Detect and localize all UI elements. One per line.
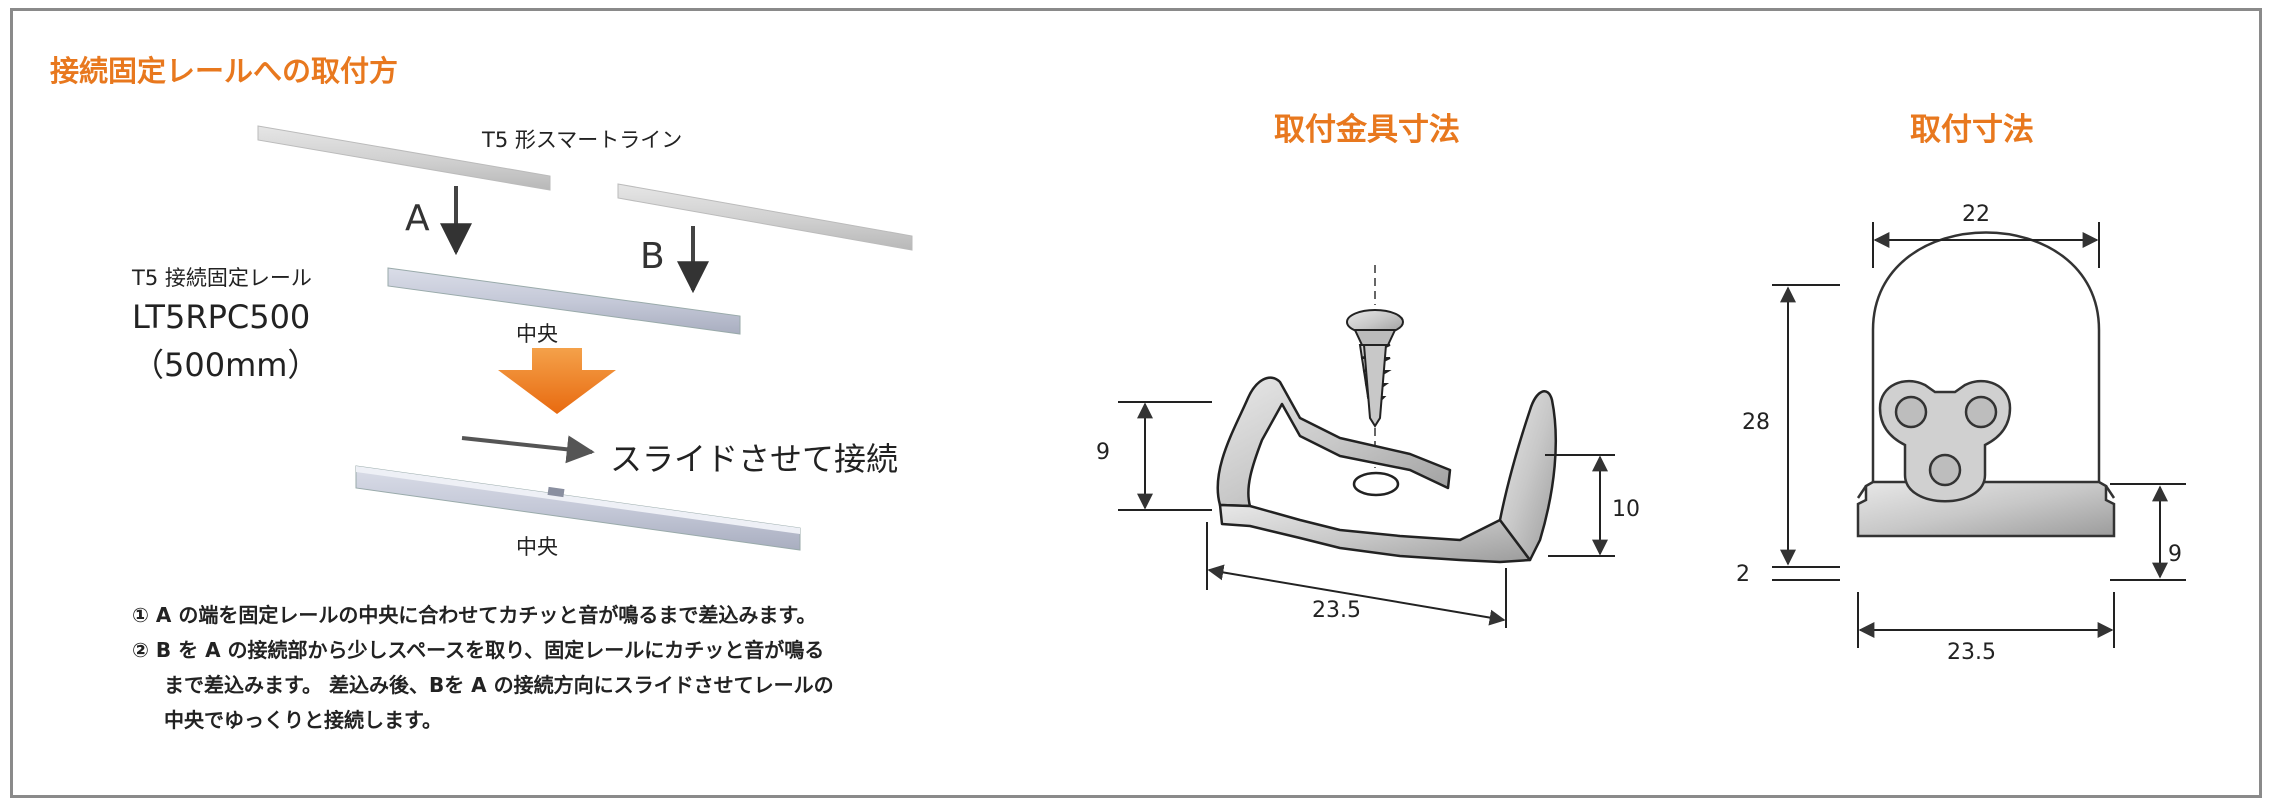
mount-dim-total-height: 28	[1742, 410, 1770, 435]
mount-dim-top-width: 22	[1962, 202, 1990, 227]
note-line-1: ① A の端を固定レールの中央に合わせてカチッと音が鳴るまで差込みます。	[132, 603, 817, 627]
bracket	[1216, 376, 1558, 564]
mount-dim-clip-height: 9	[2168, 542, 2182, 567]
lamp-bar-a	[257, 125, 551, 191]
left-panel-title: 接続固定レールへの取付方	[50, 54, 399, 88]
mount-dim-bottom-width: 23.5	[1947, 640, 1996, 665]
screw	[1346, 265, 1404, 468]
rail-label: T5 接続固定レール	[132, 266, 312, 290]
rail-length: （500mm）	[132, 346, 320, 384]
note-line-4: 中央でゆっくりと接続します。	[164, 708, 442, 732]
label-b: B	[640, 236, 665, 277]
mount-panel-title: 取付寸法	[1910, 112, 2034, 148]
note-line-3: まで差込みます。 差込み後、Bを A の接続方向にスライドさせてレールの	[164, 673, 834, 697]
assembled-lamp	[355, 465, 801, 551]
mount-dim-base-gap: 2	[1736, 562, 1750, 587]
bracket-dim-width: 23.5	[1312, 598, 1361, 623]
bracket-dim-height-right: 10	[1612, 497, 1640, 522]
bracket-panel-title: 取付金具寸法	[1274, 112, 1460, 148]
fixture-outline	[1856, 231, 2116, 538]
rail-model: LT5RPC500	[132, 298, 311, 336]
slide-arrow	[461, 435, 595, 464]
fixing-rail	[387, 267, 741, 335]
label-a: A	[405, 198, 430, 239]
product-label: T5 形スマートライン	[482, 128, 683, 152]
lamp-bar-b	[617, 183, 913, 251]
slide-label: スライドさせて接続	[610, 440, 899, 478]
mount-dim-lines	[1772, 222, 2186, 648]
bracket-dim-height-left: 9	[1096, 440, 1110, 465]
bracket-dim-lines	[1118, 401, 1615, 628]
center-label-top: 中央	[516, 322, 558, 346]
orange-down-arrow	[498, 348, 616, 414]
note-line-2: ② B を A の接続部から少しスペースを取り、固定レールにカチッと音が鳴る	[132, 638, 825, 662]
center-label-bottom: 中央	[516, 535, 558, 559]
